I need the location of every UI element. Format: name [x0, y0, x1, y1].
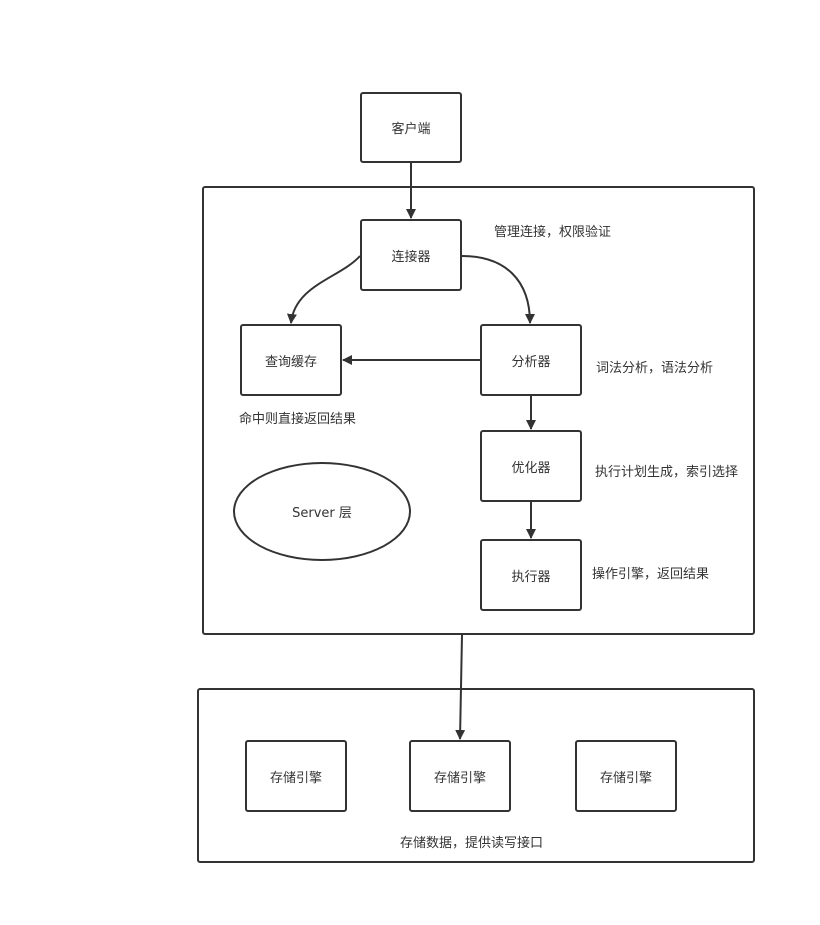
client-node: 客户端 — [360, 92, 462, 163]
analyzer-note: 词法分析，语法分析 — [596, 361, 714, 376]
executor-node: 执行器 — [480, 539, 582, 611]
connector-note: 管理连接，权限验证 — [494, 225, 612, 240]
query-cache-node: 查询缓存 — [240, 324, 342, 396]
cache-note: 命中则直接返回结果 — [239, 412, 357, 427]
server-layer-label: Server 层 — [233, 462, 411, 561]
storage-engine-node: 存储引擎 — [245, 740, 347, 812]
optimizer-node: 优化器 — [480, 430, 582, 502]
connector-node: 连接器 — [360, 219, 462, 291]
executor-note: 操作引擎，返回结果 — [592, 567, 710, 582]
storage-note: 存储数据，提供读写接口 — [400, 836, 544, 851]
optimizer-note: 执行计划生成，索引选择 — [595, 465, 739, 480]
storage-engine-node: 存储引擎 — [575, 740, 677, 812]
analyzer-node: 分析器 — [480, 324, 582, 396]
storage-engine-node: 存储引擎 — [409, 740, 511, 812]
